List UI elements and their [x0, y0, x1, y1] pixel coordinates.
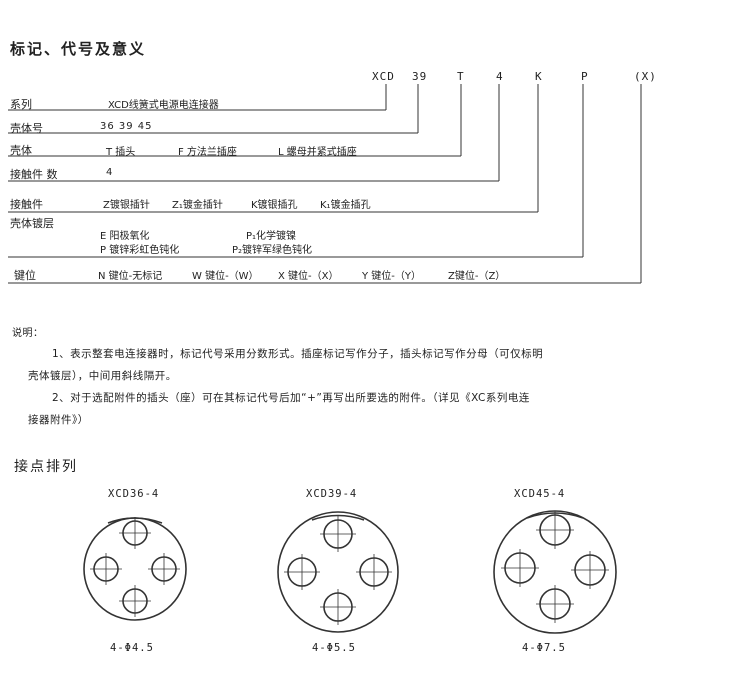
row-label-contact: 接触件 [10, 198, 43, 211]
contacts-heading: 接点排列 [14, 459, 78, 475]
contact-caption-xcd36: 4-Φ4.5 [110, 642, 154, 654]
row-value-shell-l: L 螺母并紧式插座 [278, 147, 357, 158]
row-label-contact-count: 接触件 数 [10, 168, 58, 181]
contact-name-xcd36: XCD36-4 [108, 488, 160, 500]
row-label-key: 键位 [14, 269, 36, 282]
row-label-series: 系列 [10, 98, 32, 111]
note-1-line-1: 1、表示整套电连接器时，标记代号采用分数形式。插座标记写作分子，插头标记写作分母… [52, 348, 544, 360]
row-label-shell: 壳体 [10, 144, 32, 157]
row-value-contact-z1: Z₁镀金插针 [172, 200, 223, 211]
note-2-line-2: 接器附件》） [28, 414, 89, 426]
row-value-shell-t: T 插头 [106, 147, 136, 158]
code-contact-count: 4 [496, 70, 504, 83]
code-key: (X) [634, 70, 657, 83]
code-xcd: XCD [372, 70, 395, 83]
row-label-shell-size: 壳体号 [10, 122, 43, 135]
row-label-plating: 壳体镀层 [10, 217, 54, 230]
notes-heading: 说明： [12, 328, 44, 339]
row-value-series: XCD线簧式电源电连接器 [108, 100, 219, 111]
connector-face-xcd39 [277, 511, 399, 633]
connector-face-xcd45 [493, 510, 617, 634]
row-value-contact-k1: K₁镀金插孔 [320, 200, 371, 211]
row-value-key-z: Z键位-（Z） [448, 271, 506, 282]
note-2-line-1: 2、对于选配附件的插头（座）可在其标记代号后加“+”再写出所要选的附件。（详见《… [52, 392, 530, 404]
code-plating: P [581, 70, 589, 83]
row-value-shell-f: F 方法兰插座 [178, 147, 237, 158]
code-shell-size: 39 [412, 70, 428, 83]
code-contact-type: K [535, 70, 543, 83]
note-1-line-2: 壳体镀层），中间用斜线隔开。 [28, 370, 177, 382]
row-value-key-w: W 键位-（W） [192, 271, 259, 282]
row-value-contact-k: K镀银插孔 [251, 200, 298, 211]
code-shell-type: T [457, 70, 465, 83]
row-value-plating-p: P 镀锌彩虹色钝化 [100, 245, 180, 256]
row-value-plating-e: E 阳极氧化 [100, 231, 150, 242]
connector-face-xcd36 [83, 517, 187, 621]
page-title: 标记、代号及意义 [10, 40, 147, 58]
contact-name-xcd39: XCD39-4 [306, 488, 358, 500]
row-value-key-x: X 键位-（X） [278, 271, 339, 282]
row-value-key-n: N 键位-无标记 [98, 271, 163, 282]
code-connector-lines [8, 84, 642, 284]
row-value-contact-z: Z镀银插针 [103, 200, 150, 211]
row-value-key-y: Y 键位-（Y） [362, 271, 422, 282]
row-value-contact-count: 4 [106, 167, 113, 178]
row-value-plating-p2: P₂镀锌军绿色钝化 [232, 245, 313, 256]
contact-caption-xcd39: 4-Φ5.5 [312, 642, 356, 654]
row-value-plating-p1: P₁化学镀镍 [246, 231, 297, 242]
row-value-shell-size: 36 39 45 [100, 121, 153, 132]
contact-name-xcd45: XCD45-4 [514, 488, 566, 500]
contact-caption-xcd45: 4-Φ7.5 [522, 642, 566, 654]
